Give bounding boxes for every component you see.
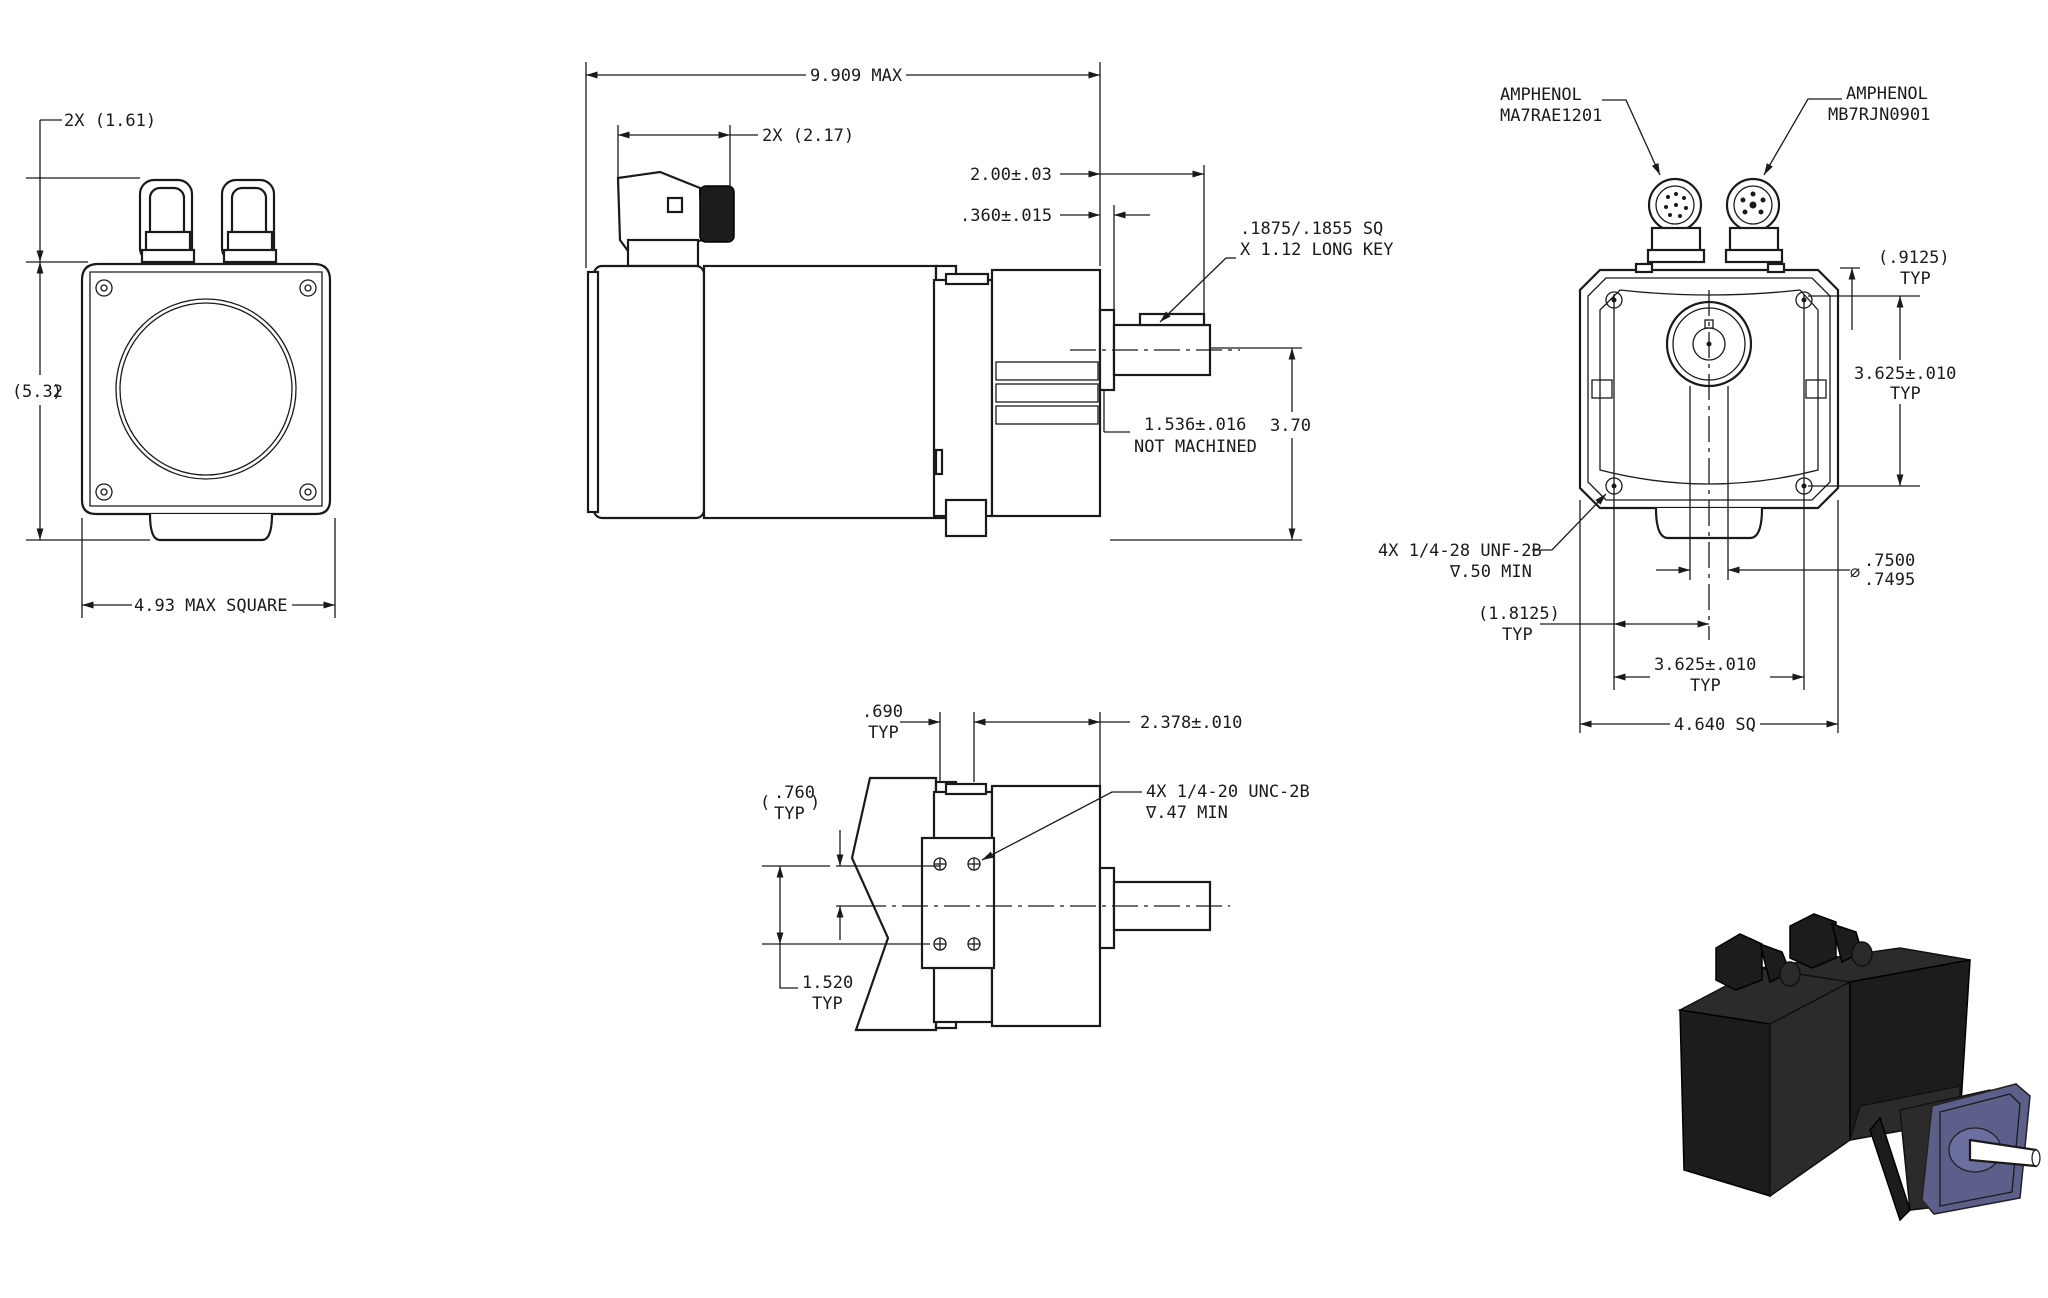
rear-connector-b-brand: AMPHENOL — [1846, 84, 1928, 104]
rear-offset-dim: (.9125) — [1878, 248, 1950, 268]
bottom-tap-holes — [933, 857, 981, 951]
front-connector-height-dim: 2X (1.61) — [64, 111, 156, 131]
rear-connector-b — [1724, 177, 1784, 264]
side-unmachined-line1: 1.536±.016 — [1144, 415, 1246, 435]
bottom-hole-dim: 1.520 — [802, 973, 853, 993]
rear-connector-a-brand: AMPHENOL — [1500, 85, 1582, 105]
side-connector — [616, 170, 735, 268]
bottom-thread-line1: 4X 1/4-20 UNC-2B — [1146, 782, 1310, 802]
rear-connector-b-part: MB7RJN0901 — [1828, 105, 1930, 125]
bottom-gap-dim: 2.378±.010 — [1140, 713, 1242, 733]
bottom-view: .690 TYP 2.378±.010 ( .760 TYP ) 4X 1/4-… — [760, 702, 1310, 1032]
front-width-dim: 4.93 MAX SQUARE — [134, 596, 288, 616]
bottom-mount-pad — [920, 836, 996, 970]
rear-bolt-v-dim: 3.625±.010 — [1854, 364, 1956, 384]
side-shaft-height-dim: 3.70 — [1270, 416, 1311, 436]
front-view: 2X (1.61) ( 5.32 ) 4.93 MAX SQUARE — [12, 111, 336, 618]
front-connector-left — [138, 178, 196, 264]
bottom-end-cap — [850, 776, 938, 1032]
bottom-edge-typ: TYP — [774, 804, 805, 824]
rear-square-dim: 4.640 SQ — [1674, 715, 1756, 735]
rear-bolt-h-dim: 3.625±.010 — [1654, 655, 1756, 675]
isometric-motor-render — [1677, 913, 2041, 1222]
side-key-offset-dim: .360±.015 — [960, 206, 1052, 226]
side-end-cap — [592, 264, 706, 520]
rear-half-dim: (1.8125) — [1478, 604, 1560, 624]
rear-offset-typ: TYP — [1900, 269, 1931, 289]
rear-view: AMPHENOL MA7RAE1201 AMPHENOL MB7RJN0901 … — [1378, 84, 1956, 735]
bottom-edge-dim: .760 — [774, 783, 815, 803]
rear-shaft-dia-max: .7500 — [1864, 551, 1915, 571]
bottom-slot-typ: TYP — [868, 723, 899, 743]
bottom-hole-typ: TYP — [812, 994, 843, 1014]
rear-shaft-dia-min: .7495 — [1864, 570, 1915, 590]
rear-thread-line2: ∇.50 MIN — [1449, 562, 1532, 582]
front-height-close: ) — [52, 382, 62, 402]
rear-connector-a — [1646, 177, 1706, 264]
side-length-dim: 9.909 MAX — [810, 66, 903, 86]
front-height-open: ( — [12, 382, 22, 402]
side-key-spec-line1: .1875/.1855 SQ — [1240, 219, 1383, 239]
bottom-edge-close: ) — [810, 793, 820, 813]
bottom-edge-open: ( — [760, 793, 770, 813]
side-key-spec-line2: X 1.12 LONG KEY — [1240, 240, 1394, 260]
rear-half-typ: TYP — [1502, 625, 1533, 645]
side-pilot-length-dim: 2.00±.03 — [970, 165, 1052, 185]
bottom-slot-dim: .690 — [862, 702, 903, 722]
rear-shaft-dia-symbol: ∅ — [1850, 563, 1860, 583]
side-motor-body — [702, 264, 938, 520]
isometric-connectors — [1715, 913, 1873, 991]
rear-thread-line1: 4X 1/4-28 UNF-2B — [1378, 541, 1542, 561]
side-unmachined-line2: NOT MACHINED — [1134, 437, 1257, 457]
side-view: 9.909 MAX 2X (2.17) 2.00±.03 .360±.015 .… — [585, 62, 1394, 541]
front-mount-holes — [95, 279, 317, 501]
front-housing — [80, 262, 332, 516]
front-height-dim: 5.32 — [22, 382, 63, 402]
rear-bolt-v-typ: TYP — [1890, 384, 1921, 404]
rear-bolt-h-typ: TYP — [1690, 676, 1721, 696]
bottom-thread-line2: ∇.47 MIN — [1145, 803, 1228, 823]
side-connector-pitch-dim: 2X (2.17) — [762, 126, 854, 146]
front-connector-right — [220, 178, 278, 264]
rear-connector-a-part: MA7RAE1201 — [1500, 106, 1602, 126]
